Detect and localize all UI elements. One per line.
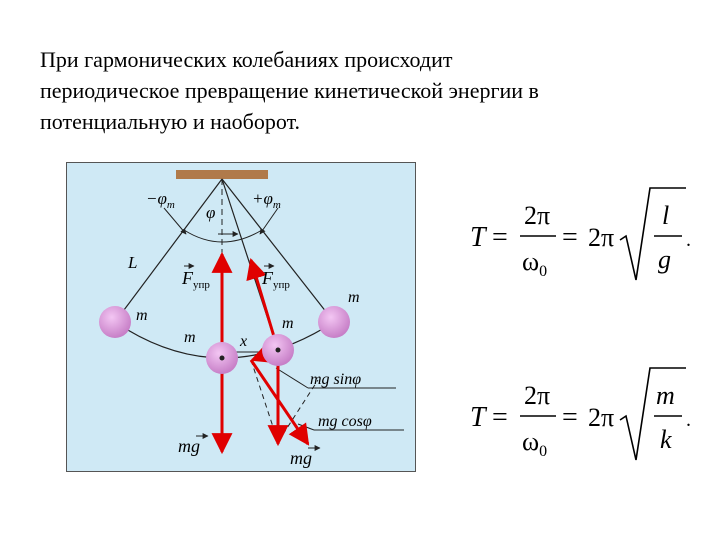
formula-period-spring: T = 2π ω0 = 2π m k .: [470, 367, 691, 461]
text-line-2: периодическое превращение кинетической э…: [40, 78, 539, 103]
formula-2-den: ω0: [522, 427, 547, 460]
label-x: x: [239, 333, 247, 350]
label-plus-phi-m: +φm: [252, 189, 281, 211]
formula-1-root-den: g: [658, 245, 671, 274]
formula-1-tail: .: [686, 229, 691, 251]
pointer-minus-phi: [163, 207, 187, 235]
label-mg-sin: mg sinφ: [310, 371, 361, 388]
label-f-upr-left: Fупр: [181, 268, 210, 291]
ceiling-mount: [176, 170, 268, 179]
label-phi: φ: [206, 203, 215, 222]
formula-1-num: 2π: [524, 201, 550, 230]
label-mg-left: mg: [178, 436, 200, 456]
formula-2-eq1: =: [492, 402, 508, 433]
formula-2-coef: 2π: [588, 403, 614, 432]
formula-2-eq2: =: [562, 402, 578, 433]
formula-2-tail: .: [686, 409, 691, 431]
formula-2-num: 2π: [524, 381, 550, 410]
formula-1-den: ω0: [522, 247, 547, 280]
label-mass-left-outer: m: [136, 307, 148, 324]
force-tension-diagonal: [249, 359, 310, 446]
label-mass-center: m: [184, 329, 196, 346]
formula-1-sqrt-sign: [619, 187, 686, 281]
label-mass-right-outer: m: [348, 289, 360, 306]
formula-1-eq2: =: [562, 222, 578, 253]
formula-2-root-den: k: [660, 425, 672, 454]
angle-arc: [183, 229, 263, 243]
mg-sin-leader: [275, 367, 309, 389]
label-mg-right: mg: [290, 448, 312, 468]
bob-displaced-dot: [275, 347, 281, 353]
text-line-3: потенциальную и наоборот.: [40, 109, 301, 134]
text-line-1: При гармонических колебаниях происходит: [40, 47, 453, 72]
label-mass-right-bob: m: [282, 315, 294, 332]
label-length: L: [127, 253, 137, 272]
formula-1-lhs: T: [470, 222, 488, 253]
string-left: [114, 178, 223, 323]
formula-2-root-num: m: [656, 381, 675, 410]
bob-left-extreme: [99, 306, 131, 338]
slide-text: При гармонических колебаниях происходит …: [40, 44, 700, 137]
formula-2-lhs: T: [470, 402, 488, 433]
label-f-upr-right: Fупр: [261, 268, 290, 291]
pendulum-diagram: −φm φ +φm L Fупр Fупр m m m m x mg sinφ …: [66, 162, 416, 472]
label-minus-phi-m: −φm: [146, 189, 175, 211]
bob-center-dot: [219, 355, 225, 361]
formula-2-sqrt-sign: [619, 367, 686, 461]
formula-1-coef: 2π: [588, 223, 614, 252]
pointer-plus-phi: [259, 207, 279, 235]
string-right: [221, 178, 335, 323]
formula-1-eq1: =: [492, 222, 508, 253]
formula-1-root-num: l: [662, 201, 669, 230]
label-mg-cos: mg cosφ: [318, 413, 372, 430]
bob-right-extreme: [318, 306, 350, 338]
formula-period-pendulum: T = 2π ω0 = 2π l g .: [470, 187, 691, 281]
